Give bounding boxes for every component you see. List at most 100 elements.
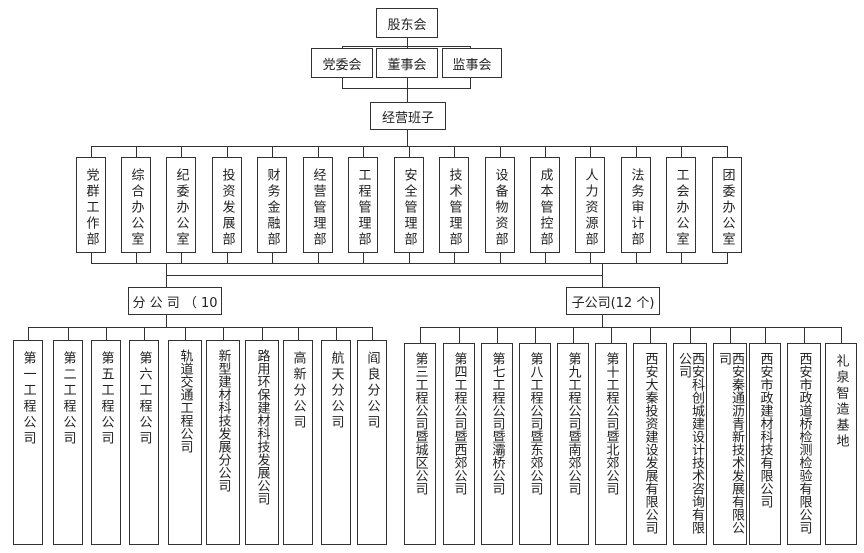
connector-line <box>372 327 373 341</box>
connector-line <box>500 146 501 158</box>
connector-line <box>420 327 421 344</box>
box-label: 成本管控部 <box>537 168 553 248</box>
department-box: 综合办公室 <box>121 157 151 253</box>
branch-company-box: 新型建材科技发展分公司 <box>206 340 240 545</box>
department-box: 设备物资部 <box>485 157 515 253</box>
box-label: 党群工作部 <box>83 168 99 248</box>
committee-box: 监事会 <box>442 48 502 78</box>
connector-line <box>272 253 273 264</box>
department-box: 团委办公室 <box>712 157 742 253</box>
connector-line <box>363 253 364 264</box>
box-label: 第九工程公司暨南郊公司 <box>565 352 581 495</box>
connector-line <box>590 146 591 158</box>
box-label: 工会办公室 <box>673 168 689 248</box>
box-label: 第一工程公司 <box>20 351 36 447</box>
subsidiary-company-header: 子公司(12 个) <box>566 287 660 315</box>
connector-line <box>166 315 167 328</box>
box-label: 团委办公室 <box>719 168 735 248</box>
connector-line <box>91 263 728 264</box>
connector-line <box>407 78 408 89</box>
connector-line <box>470 78 471 89</box>
connector-line <box>409 146 410 158</box>
box-label: 西安科创城建设计技术咨询有限公司 <box>676 352 704 534</box>
box-label: 综合办公室 <box>128 168 144 248</box>
branch-company-box: 第五工程公司 <box>91 340 121 545</box>
department-box: 人力资源部 <box>575 157 605 253</box>
branch-company-box: 第二工程公司 <box>53 340 83 545</box>
connector-line <box>602 315 603 328</box>
connector-line <box>298 327 299 341</box>
connector-line <box>28 327 29 341</box>
committee-box: 党委会 <box>311 48 373 78</box>
box-label: 第七工程公司暨灞桥公司 <box>489 352 505 495</box>
connector-line <box>262 327 263 341</box>
box-label: 西安秦通沥青新技术发展有限公司 <box>716 352 744 534</box>
subsidiary-company-box: 西安秦通沥青新技术发展有限公司 <box>713 343 747 545</box>
branch-company-box: 高新分公司 <box>283 340 313 545</box>
connector-line <box>636 253 637 264</box>
box-label: 礼泉智造基地 <box>833 354 849 450</box>
branch-company-box: 轨道交通工程公司 <box>168 340 202 545</box>
box-label: 第十工程公司暨北郊公司 <box>603 352 619 495</box>
department-box: 投资发展部 <box>212 157 242 253</box>
connector-line <box>318 253 319 264</box>
connector-line <box>407 88 408 103</box>
connector-line <box>227 146 228 158</box>
connector-line <box>181 253 182 264</box>
box-label: 财务金融部 <box>264 168 280 248</box>
box-label: 第五工程公司 <box>98 351 114 447</box>
connector-line <box>727 146 728 158</box>
subsidiary-company-box: 西安市政道桥检测检验有限公司 <box>787 343 821 545</box>
box-label: 西安市政道桥检测检验有限公司 <box>796 352 812 534</box>
department-box: 安全管理部 <box>394 157 424 253</box>
connector-line <box>223 327 224 341</box>
subsidiary-company-box: 西安市政建材科技有限公司 <box>749 343 781 545</box>
subsidiary-company-box: 第九工程公司暨南郊公司 <box>557 343 589 545</box>
box-label: 工程管理部 <box>355 168 371 248</box>
subsidiary-company-box: 西安大秦投资建设发展有限公司 <box>633 343 667 545</box>
connector-line <box>28 327 373 328</box>
connector-line <box>730 327 731 344</box>
department-box: 党群工作部 <box>76 157 106 253</box>
connector-line <box>185 327 186 341</box>
subsidiary-company-box: 第八工程公司暨东郊公司 <box>519 343 551 545</box>
branch-company-box: 第一工程公司 <box>13 340 43 545</box>
box-label: 第六工程公司 <box>136 351 152 447</box>
connector-line <box>681 253 682 264</box>
connector-line <box>136 253 137 264</box>
connector-line <box>136 146 137 158</box>
connector-line <box>454 253 455 264</box>
branch-company-box: 阎良分公司 <box>357 340 387 545</box>
branch-company-box: 路用环保建材科技发展公司 <box>245 340 279 545</box>
connector-line <box>765 327 766 344</box>
connector-line <box>407 38 408 47</box>
box-label: 轨道交通工程公司 <box>177 349 193 453</box>
box-label: 第三工程公司暨城区公司 <box>412 352 428 495</box>
box-label: 第八工程公司暨东郊公司 <box>527 352 543 495</box>
connector-line <box>227 253 228 264</box>
shareholders-box: 股东会 <box>376 8 438 38</box>
connector-line <box>68 327 69 341</box>
box-label: 航天分公司 <box>328 351 344 431</box>
box-label: 经营管理部 <box>310 168 326 248</box>
connector-line <box>573 327 574 344</box>
connector-line <box>166 275 603 276</box>
connector-line <box>545 146 546 158</box>
connector-line <box>804 327 805 344</box>
box-label: 技术管理部 <box>446 168 462 248</box>
connector-line <box>420 327 842 328</box>
connector-line <box>409 253 410 264</box>
box-label: 西安大秦投资建设发展有限公司 <box>642 352 658 534</box>
subsidiary-company-box: 礼泉智造基地 <box>825 343 857 545</box>
box-label: 安全管理部 <box>401 168 417 248</box>
department-box: 纪委办公室 <box>166 157 196 253</box>
connector-line <box>690 327 691 344</box>
connector-line <box>535 327 536 344</box>
department-box: 工会办公室 <box>666 157 696 253</box>
box-label: 新型建材科技发展分公司 <box>215 349 231 492</box>
subsidiary-company-box: 第三工程公司暨城区公司 <box>404 343 436 545</box>
box-label: 西安市政建材科技有限公司 <box>757 352 773 508</box>
box-label: 设备物资部 <box>492 168 508 248</box>
connector-line <box>91 146 92 158</box>
